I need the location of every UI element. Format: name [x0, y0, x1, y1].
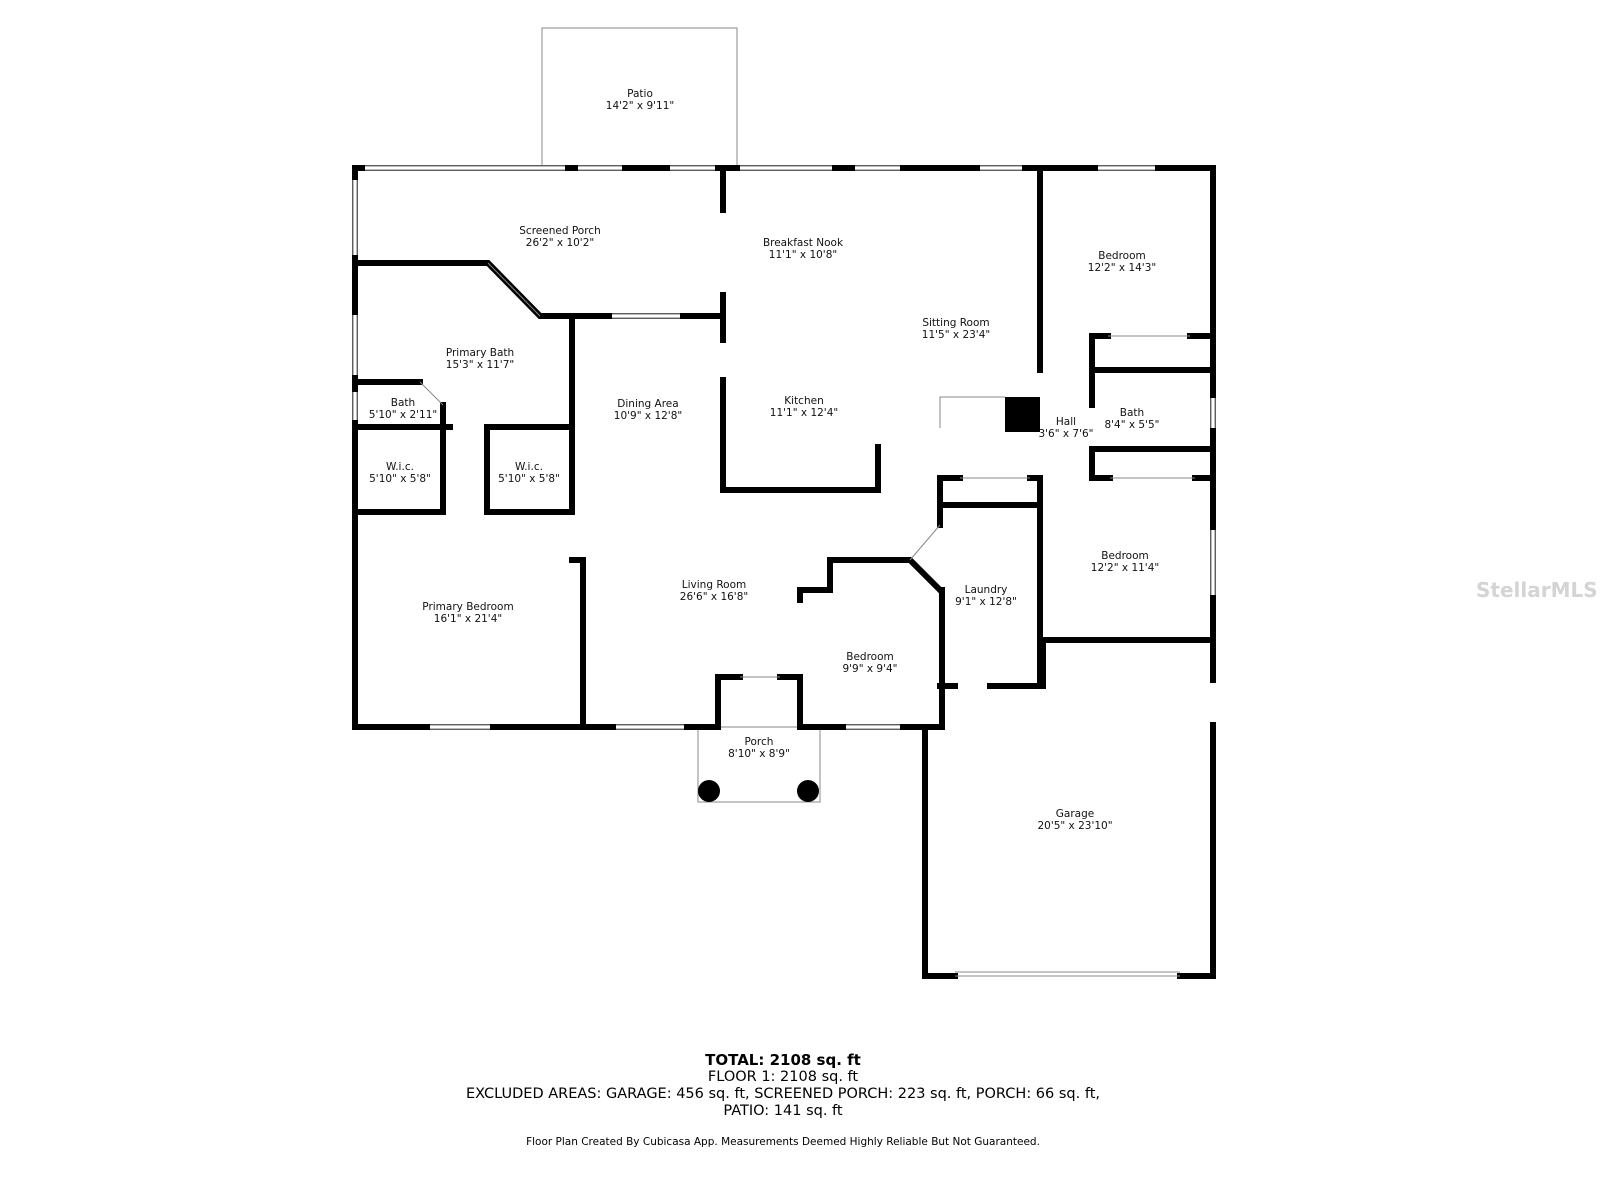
- room-name: W.i.c.: [386, 461, 414, 473]
- porch-column: [698, 780, 720, 802]
- room-name: Patio: [627, 88, 653, 100]
- room-dims: 8'4" x 5'5": [1104, 419, 1159, 431]
- room-name: Dining Area: [617, 398, 678, 410]
- room-dims: 15'3" x 11'7": [446, 359, 514, 371]
- room-dims: 5'10" x 5'8": [369, 473, 431, 485]
- windows: [352, 165, 1216, 730]
- room-name: W.i.c.: [515, 461, 543, 473]
- room-name: Bedroom: [1101, 550, 1149, 562]
- porch-column: [797, 780, 819, 802]
- porch-outline: [697, 726, 821, 803]
- room-dims: 20'5" x 23'10": [1037, 820, 1112, 832]
- room-name: Hall: [1056, 416, 1076, 428]
- room-name: Screened Porch: [519, 225, 600, 237]
- room-name: Bedroom: [846, 651, 894, 663]
- floor-area: FLOOR 1: 2108 sq. ft: [707, 1069, 859, 1085]
- room-name: Breakfast Nook: [763, 237, 844, 249]
- room-name: Garage: [1056, 808, 1094, 820]
- total-area: TOTAL: 2108 sq. ft: [705, 1051, 861, 1069]
- room-dims: 14'2" x 9'11": [606, 100, 674, 112]
- room-dims: 5'10" x 2'11": [369, 409, 437, 421]
- room-name: Bedroom: [1098, 250, 1146, 262]
- room-name: Bath: [391, 397, 415, 409]
- room-dims: 8'10" x 8'9": [728, 748, 790, 760]
- counter: [939, 396, 1005, 428]
- watermark: StellarMLS: [1476, 578, 1598, 602]
- room-dims: 3'6" x 7'6": [1038, 428, 1093, 440]
- room-dims: 11'1" x 12'4": [770, 407, 838, 419]
- room-name: Bath: [1120, 407, 1144, 419]
- room-dims: 9'9" x 9'4": [842, 663, 897, 675]
- room-dims: 10'9" x 12'8": [614, 410, 682, 422]
- room-name: Living Room: [682, 579, 746, 591]
- room-dims: 12'2" x 11'4": [1091, 562, 1159, 574]
- disclaimer: Floor Plan Created By Cubicasa App. Meas…: [526, 1136, 1040, 1148]
- room-dims: 16'1" x 21'4": [434, 613, 502, 625]
- room-name: Primary Bath: [446, 347, 514, 359]
- fireplace: [1005, 397, 1040, 432]
- excluded-areas-cont: PATIO: 141 sq. ft: [723, 1103, 843, 1119]
- room-dims: 26'2" x 10'2": [526, 237, 594, 249]
- room-name: Kitchen: [784, 395, 823, 407]
- room-dims: 11'1" x 10'8": [769, 249, 837, 261]
- room-name: Primary Bedroom: [422, 601, 513, 613]
- doors: [419, 262, 1195, 977]
- room-dims: 11'5" x 23'4": [922, 329, 990, 341]
- room-dims: 5'10" x 5'8": [498, 473, 560, 485]
- walls: [352, 165, 1216, 979]
- excluded-areas: EXCLUDED AREAS: GARAGE: 456 sq. ft, SCRE…: [466, 1086, 1100, 1102]
- room-dims: 9'1" x 12'8": [955, 596, 1017, 608]
- room-name: Sitting Room: [922, 317, 989, 329]
- room-dims: 26'6" x 16'8": [680, 591, 748, 603]
- room-dims: 12'2" x 14'3": [1088, 262, 1156, 274]
- room-name: Porch: [745, 736, 774, 748]
- room-name: Laundry: [965, 584, 1008, 596]
- room-labels: Patio 14'2" x 9'11" Screened Porch 26'2"…: [369, 88, 1160, 832]
